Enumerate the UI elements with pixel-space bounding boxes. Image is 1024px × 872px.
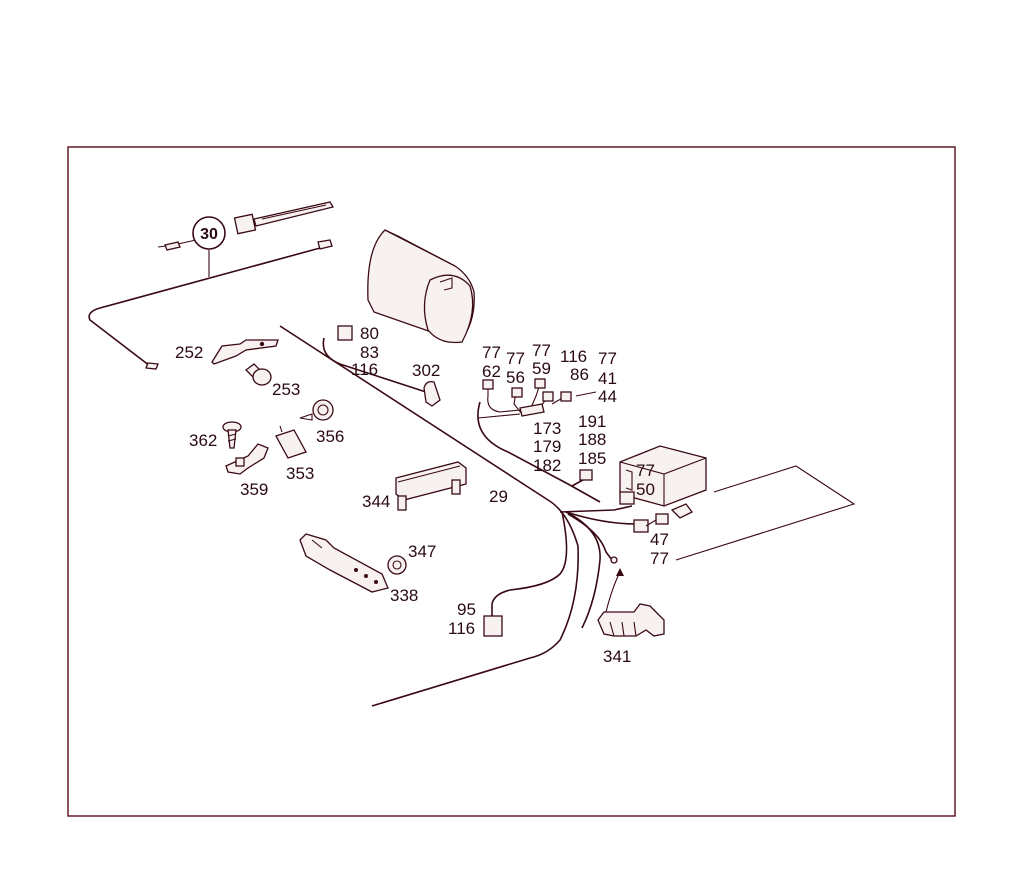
part-47-plug[interactable]	[633, 503, 693, 533]
arrow-to-341	[605, 571, 621, 613]
label-338: 338	[390, 586, 418, 605]
connector-80[interactable]	[337, 325, 353, 341]
outline-leader	[675, 465, 856, 561]
connector-95[interactable]	[483, 615, 503, 637]
part-341-bracket[interactable]	[597, 603, 665, 637]
label-62: 62	[482, 362, 501, 381]
label-182: 182	[533, 456, 561, 475]
label-173: 173	[533, 419, 561, 438]
label-191: 191	[578, 412, 606, 431]
part-30-cable-tie[interactable]	[157, 201, 335, 251]
label-77d: 77	[598, 349, 617, 368]
connector-50[interactable]	[619, 491, 635, 505]
label-29: 29	[489, 487, 508, 506]
label-253: 253	[272, 380, 300, 399]
part-353-relay[interactable]	[275, 425, 307, 459]
label-56: 56	[506, 368, 525, 387]
part-29-main-harness[interactable]	[279, 325, 637, 707]
label-50: 50	[636, 480, 655, 499]
part-housing-cover[interactable]	[367, 229, 475, 344]
part-30-harness-lead[interactable]	[88, 239, 333, 370]
label-179: 179	[533, 437, 561, 456]
part-338-connector-strip[interactable]	[299, 533, 389, 593]
callout-30-circle	[192, 216, 226, 250]
connector-185[interactable]	[579, 469, 593, 481]
label-344: 344	[362, 492, 390, 511]
label-302: 302	[412, 361, 440, 380]
part-252-bracket[interactable]	[211, 339, 279, 365]
label-44: 44	[598, 387, 617, 406]
label-359: 359	[240, 480, 268, 499]
label-116a: 116	[351, 360, 378, 379]
arrow-head	[616, 568, 624, 576]
label-353: 353	[286, 464, 314, 483]
part-253-clip[interactable]	[245, 363, 272, 386]
part-359-holder[interactable]	[225, 443, 269, 475]
part-356-nut[interactable]	[299, 399, 334, 421]
label-86: 86	[570, 365, 589, 384]
label-77f: 77	[650, 549, 669, 568]
label-77b: 77	[506, 349, 525, 368]
diagram-frame	[67, 146, 956, 817]
label-95: 95	[457, 600, 476, 619]
label-188: 188	[578, 430, 606, 449]
label-77e: 77	[636, 461, 655, 480]
branch-connectors[interactable]	[477, 378, 572, 419]
part-344-fuse-box[interactable]	[395, 461, 467, 511]
leader-44	[575, 391, 597, 397]
label-41: 41	[598, 369, 617, 388]
part-302-clip[interactable]	[423, 380, 441, 407]
label-83: 83	[360, 343, 379, 362]
label-185: 185	[578, 449, 606, 468]
label-347: 347	[408, 542, 436, 561]
label-362: 362	[189, 431, 217, 450]
label-77a: 77	[482, 343, 501, 362]
label-47: 47	[650, 530, 669, 549]
label-356: 356	[316, 427, 344, 446]
part-347-grommet[interactable]	[387, 555, 407, 575]
terminal-eyelet	[610, 556, 618, 564]
callout-30-label: 30	[200, 226, 218, 243]
label-77c: 77	[532, 341, 551, 360]
label-116c: 116	[448, 619, 475, 638]
label-59: 59	[532, 359, 551, 378]
label-252: 252	[175, 343, 203, 362]
label-80: 80	[360, 324, 379, 343]
label-341: 341	[603, 647, 631, 666]
part-362-screw[interactable]	[222, 421, 242, 449]
label-116b: 116	[560, 347, 587, 366]
